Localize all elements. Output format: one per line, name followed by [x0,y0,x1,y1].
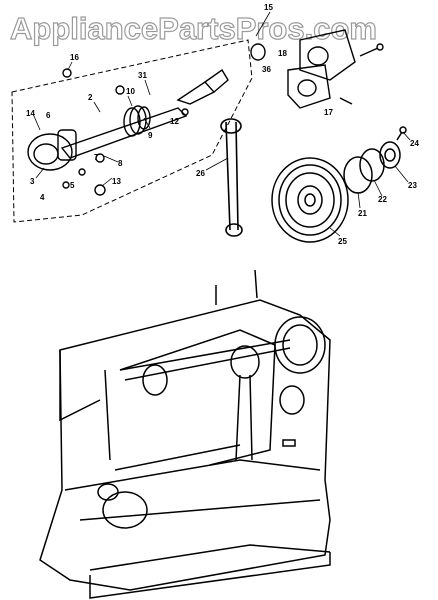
callout-label: 8 [118,159,123,168]
callout-label: 23 [408,181,417,190]
callout-label: 14 [26,109,35,118]
watermark-logo: AppliancePartsPros.com [10,10,378,46]
callout-label: 16 [70,53,79,62]
callout-label: 4 [40,193,45,202]
callout-label: 26 [196,169,205,178]
callout-labels: 15 16 31 10 36 18 17 2 14 6 12 9 7 8 3 4… [26,3,419,246]
callout-label: 31 [138,71,147,80]
main-shaft-assembly [27,68,229,196]
callout-label: 13 [112,177,121,186]
callout-label: 22 [378,195,387,204]
callout-label: 7 [94,153,99,162]
bracket-parts [250,29,384,109]
link-rod [220,118,243,237]
callout-label: 2 [88,93,93,102]
hand-wheel-assembly [271,126,407,243]
watermark-text: AppliancePartsPros.com [10,11,377,46]
callout-label: 17 [324,108,333,117]
callout-label: 10 [126,87,135,96]
callout-label: 12 [170,117,179,126]
exploded-group-outline [11,39,253,223]
machine-body [39,269,331,599]
callout-label: 3 [30,177,35,186]
callout-label: 5 [70,181,75,190]
callout-label: 18 [278,49,287,58]
callout-label: 25 [338,237,347,246]
callout-label: 15 [264,3,273,12]
callout-label: 36 [262,65,271,74]
callout-label: 24 [410,139,419,148]
callout-label: 21 [358,209,367,218]
callout-label: 9 [148,131,153,140]
callout-label: 6 [46,111,51,120]
